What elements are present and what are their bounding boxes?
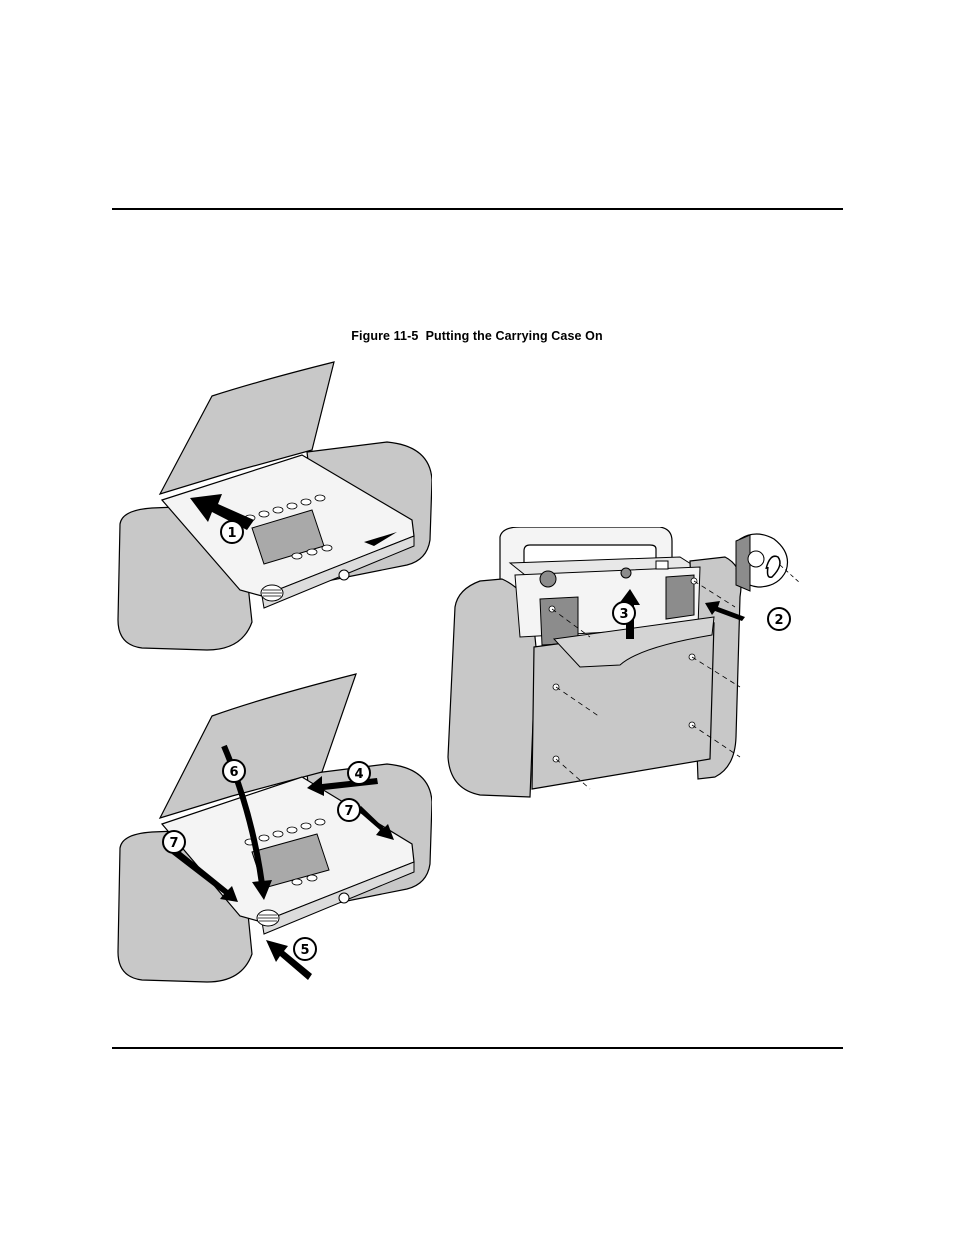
callout-4: 4 <box>354 767 363 782</box>
callout-3: 3 <box>619 607 628 622</box>
figure-title: Putting the Carrying Case On <box>426 329 603 343</box>
illustration-step-1: 1 <box>112 360 432 652</box>
top-rule <box>112 208 843 210</box>
callout-5: 5 <box>300 943 309 958</box>
callout-7-left: 7 <box>169 836 178 851</box>
figure-caption: Figure 11-5 Putting the Carrying Case On <box>0 329 954 343</box>
illustration-steps-2-and-3: 3 2 <box>440 527 810 802</box>
callout-2: 2 <box>774 613 783 628</box>
bottom-rule <box>112 1047 843 1049</box>
figure-number: Figure 11-5 <box>351 329 418 343</box>
illustration-steps-4-to-7: 6 4 7 7 5 <box>112 672 432 984</box>
callout-1: 1 <box>227 526 236 541</box>
callout-7-right: 7 <box>344 804 353 819</box>
callout-6: 6 <box>229 765 238 780</box>
